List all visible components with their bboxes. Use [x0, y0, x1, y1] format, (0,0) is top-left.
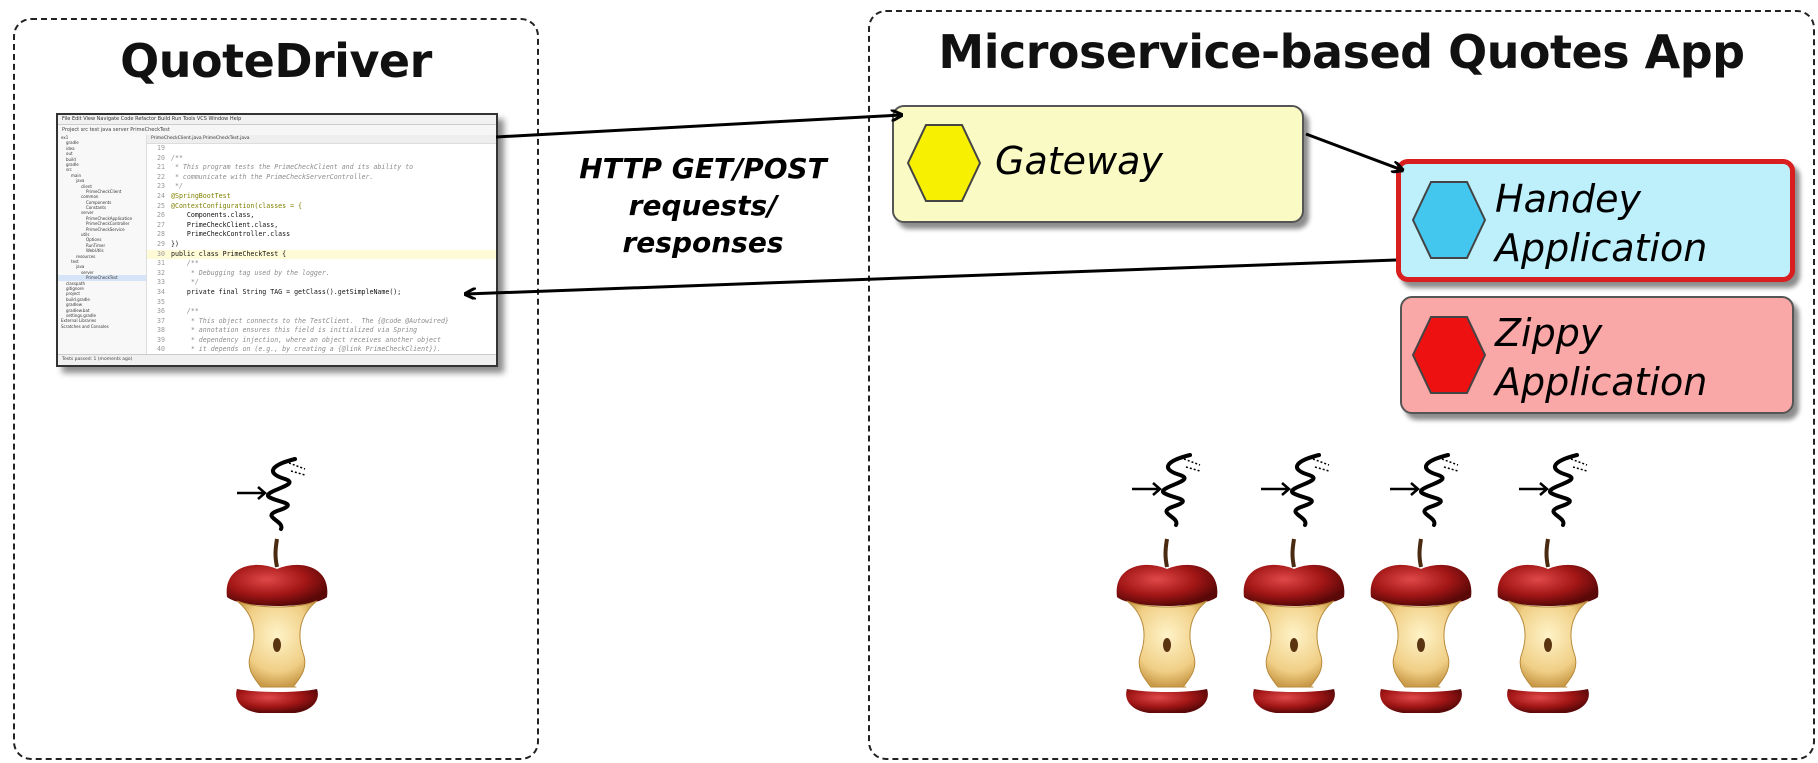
handey-hexagon-icon: [1411, 181, 1487, 259]
ide-tree-item: PrimeCheckClient: [86, 188, 122, 194]
ide-code-line: 20/**: [157, 153, 183, 162]
http-request-label-line: HTTP GET/POST: [579, 152, 827, 185]
ide-tree-item: settings.gradle: [66, 312, 96, 318]
zippy-label-line2: Application: [1495, 360, 1708, 404]
ide-tree-item: gradle: [66, 140, 79, 146]
ide-code-line: 35: [157, 297, 165, 306]
ide-code-line: 32 * Debugging tag used by the logger.: [157, 268, 330, 277]
thread-icon: [237, 457, 306, 531]
ide-code-line: 38 * annotation ensures this field is in…: [157, 326, 418, 335]
quotes-app-panel: Microservice-based Quotes App: [868, 10, 1815, 760]
ide-menubar: File Edit View Navigate Code Refactor Bu…: [58, 115, 496, 125]
ide-code-line: 33 */: [157, 278, 199, 287]
ide-tree-item: client: [81, 183, 92, 189]
ide-tree-item: PrimeCheckController: [86, 221, 130, 227]
ide-tree-item: build.gradle: [66, 296, 90, 302]
ide-tree-item: utils: [81, 232, 90, 238]
ide-code-line: 37 * This object connects to the TestCli…: [157, 316, 449, 325]
ide-tree-item: PrimeCheckTest: [58, 275, 146, 281]
ide-tree-item: ex1: [61, 135, 69, 140]
zippy-hexagon-icon: [1411, 316, 1487, 394]
ide-tree-item: main: [71, 172, 81, 178]
ide-code-line: 31 /**: [157, 259, 199, 268]
http-request-label: HTTP GET/POST requests/ responses: [548, 150, 858, 261]
ide-tree-item: Scratches and Consoles: [61, 323, 109, 329]
gateway-to-handey-arrow: [1305, 132, 1402, 170]
ide-tree-item: gradle: [66, 161, 79, 167]
ide-screenshot: File Edit View Navigate Code Refactor Bu…: [56, 113, 498, 367]
ide-code-line: 34 private final String TAG = getClass()…: [157, 287, 402, 296]
thread-icon: [1261, 453, 1330, 527]
ide-code-line: 36 /**: [157, 307, 199, 316]
ide-code-line: 25@ContextConfiguration(classes = {: [157, 201, 303, 210]
ide-tree-item: Constants: [86, 205, 107, 211]
ide-tree-item: java: [76, 178, 85, 184]
ide-tree-item: classpath: [66, 280, 86, 286]
ide-tree-item: WebUtils: [86, 248, 104, 254]
ide-tree-item: build: [66, 156, 76, 162]
ide-tree-item: java: [76, 264, 85, 270]
ide-statusbar: Tests passed: 1 (moments ago): [58, 354, 496, 365]
http-request-label-line: responses: [622, 226, 784, 259]
ide-tree-item: server: [81, 210, 94, 216]
ide-editor-tabs: PrimeCheckClient.java PrimeCheckTest.jav…: [147, 135, 496, 144]
ide-tree-item: Components: [86, 199, 112, 205]
ide-tree-item: test: [71, 258, 79, 264]
handey-label-line2: Application: [1495, 226, 1708, 270]
ide-tree-item: server: [81, 269, 94, 275]
ide-code-line: 40 * it depends on (e.g., by creating a …: [157, 345, 441, 354]
ide-code-line: 23 */: [157, 182, 183, 191]
ide-tree-item: gradlew.bat: [66, 307, 90, 313]
ide-code-line: 28 PrimeCheckController.class: [157, 230, 291, 239]
thread-icon: [1132, 453, 1201, 527]
ide-tree-item: PrimeCheckApplication: [86, 215, 133, 221]
ide-code-line: 27 PrimeCheckClient.class,: [157, 220, 279, 229]
ide-tree-item: common: [81, 194, 99, 200]
ide-tree-item: External Libraries: [61, 318, 97, 324]
apple-core-icon: [1243, 538, 1345, 713]
apple-core-icon: [226, 538, 328, 713]
ide-tree-item: src: [66, 167, 72, 173]
ide-code-line: 24@SpringBootTest: [157, 191, 231, 200]
ide-tree-item: out: [66, 151, 73, 157]
quotes-app-title: Microservice-based Quotes App: [938, 25, 1745, 79]
ide-tree-item: RunTimer: [86, 242, 106, 248]
request-arrow: [495, 115, 901, 139]
apple-core-icon: [1497, 538, 1599, 713]
quote-driver-title: QuoteDriver: [120, 34, 432, 88]
thread-icon: [1519, 453, 1588, 527]
handey-label-line1: Handey: [1495, 177, 1641, 221]
ide-code-line: 26 Components.class,: [157, 211, 255, 220]
ide-code-line: 21 * This program tests the PrimeCheckCl…: [157, 163, 414, 172]
ide-editor: PrimeCheckClient.java PrimeCheckTest.jav…: [147, 135, 496, 355]
zippy-label-line1: Zippy: [1495, 311, 1603, 355]
ide-tree-item: gradlew: [66, 302, 83, 308]
http-request-label-line: requests/: [628, 189, 778, 222]
thread-icon: [1390, 453, 1459, 527]
ide-tree-item: Options: [86, 237, 102, 243]
ide-code-line: 29}): [157, 239, 179, 248]
ide-code-line: 22 * communicate with the PrimeCheckServ…: [157, 172, 374, 181]
gateway-label: Gateway: [995, 139, 1163, 183]
ide-code-line: 19: [157, 144, 165, 152]
gateway-hexagon-icon: [906, 124, 982, 202]
apple-core-icon: [1370, 538, 1472, 713]
ide-code-line: 39 * dependency injection, where an obje…: [157, 335, 441, 344]
ide-tree-item: idea: [66, 145, 75, 151]
ide-tree-item: resources: [76, 253, 96, 259]
response-arrow: [466, 258, 1397, 294]
ide-tree-item: PrimeCheckService: [86, 226, 125, 232]
ide-tree-item: project: [66, 291, 80, 297]
quote-driver-panel: QuoteDriver: [13, 18, 539, 760]
ide-tree-item: gitignore: [66, 285, 84, 291]
apple-core-icon: [1116, 538, 1218, 713]
